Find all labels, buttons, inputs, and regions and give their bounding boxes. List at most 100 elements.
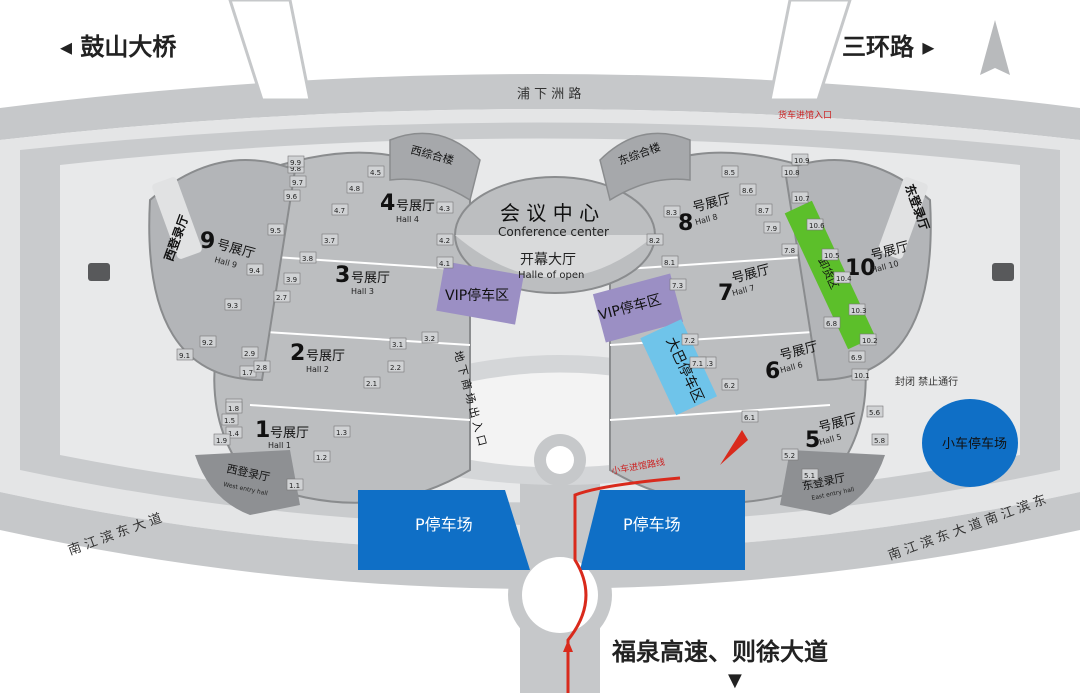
door-marker: 10.4 [833,271,852,284]
door-marker: 1.3 [333,425,351,438]
hall-3-num: 3 [335,263,350,288]
door-marker: 2.8 [253,360,271,373]
door-marker-label: 9.5 [270,227,281,235]
door-marker-box [755,203,773,216]
door-marker-label: 6.3 [702,360,713,368]
door-marker-box [741,410,759,423]
door-marker-box [801,468,819,481]
west-registration-bar [152,177,202,259]
door-marker-box [283,272,301,285]
door-marker: 2.2 [387,360,405,373]
door-marker-box [821,248,839,261]
door-marker: 8.5 [721,165,739,178]
door-marker-label: 7.1 [692,360,703,368]
door-marker: 10.8 [781,165,800,178]
door-marker-box [806,218,824,231]
direction-south: 福泉高速、则徐大道 [611,638,828,666]
door-marker-box [739,183,757,196]
door-marker-box [781,243,799,256]
door-marker: 2.9 [241,346,259,359]
door-marker-box [267,223,285,236]
bus-parking [640,319,718,416]
door-marker-label: 6.9 [851,354,862,362]
door-marker-label: 4.2 [439,237,450,245]
door-marker: 1.4 [225,426,243,439]
door-marker-label: 10.2 [862,337,878,345]
door-marker-label: 2.8 [256,364,267,372]
door-marker-box [791,153,809,166]
parking-lot-west [358,490,530,570]
route-arrow [563,640,573,652]
door-marker: 3.1 [389,337,407,350]
door-marker-label: 4.8 [349,185,360,193]
door-marker-label: 2.1 [366,380,377,388]
door-marker: 10.3 [848,303,867,316]
door-marker-label: 9.2 [202,339,213,347]
door-marker-label: 1.4 [228,430,240,438]
door-marker: 4.7 [331,203,349,216]
door-marker: 8.7 [755,203,773,216]
door-marker-label: 10.5 [824,252,840,260]
door-marker-label: 3.7 [324,237,335,245]
hall-1-cn: 号展厅 [270,426,309,441]
opening-hall-en: Halle of open [518,270,584,281]
door-marker-box [721,378,739,391]
door-marker-label: 8.7 [758,207,769,215]
door-marker-label: 5.6 [869,409,881,417]
door-marker-box [436,201,454,214]
hall-4-cn: 号展厅 [396,199,435,214]
door-marker-box [721,165,739,178]
door-marker-box [333,425,351,438]
door-marker-box [681,333,699,346]
bus-entry-arrow [720,430,748,465]
door-marker-label: 5.8 [874,437,885,445]
door-marker-label: 1.8 [228,405,239,413]
direction-northeast: 三环路 ▸ [842,33,934,61]
door-marker-label: 10.8 [784,169,800,177]
door-marker-box [321,233,339,246]
door-marker: 9.1 [176,348,194,361]
door-marker: 5.6 [866,405,884,418]
hall-1-num: 1 [255,418,270,443]
door-marker-box [689,356,707,369]
hall-label-4: 4 号展厅 Hall 4 [380,191,435,224]
door-marker-box [225,426,243,439]
hall-4-en: Hall 4 [396,215,419,224]
door-marker: 9.3 [224,298,242,311]
door-marker-label: 1.1 [289,482,300,490]
door-marker: 8.2 [646,233,664,246]
door-marker-label: 1.3 [336,429,347,437]
door-marker-label: 2.9 [244,350,255,358]
door-marker-label: 8.6 [742,187,754,195]
door-marker-box [669,278,687,291]
door-marker-label: 10.1 [854,372,870,380]
door-marker: 5.1 [801,468,819,481]
door-marker-label: 6.8 [826,320,837,328]
hall-1-en: Hall 1 [268,441,291,450]
door-marker-box [848,350,866,363]
vip-west-label: VIP停车区 [445,287,509,304]
door-marker: 1.2 [313,450,331,463]
door-marker: 6.8 [823,316,841,329]
door-marker-label: 10.6 [809,222,825,230]
door-marker-label: 3.1 [392,341,403,349]
door-marker: 6.2 [721,378,739,391]
west-multi-building [389,132,481,202]
hall-label-3: 3 号展厅 Hall 3 [335,263,390,296]
door-markers: 1.11.21.31.41.51.61.71.81.92.12.22.72.82… [176,153,889,491]
door-marker: 10.2 [859,333,878,346]
door-marker: 10.5 [821,248,840,261]
door-marker: 9.9 [287,155,305,168]
door-marker: 3.9 [283,272,301,285]
compass-icon [980,20,1010,75]
door-marker: 1.8 [225,401,243,414]
door-marker-label: 8.1 [664,259,675,267]
truck-entrance-label: 货车进馆入口 [778,109,832,121]
door-marker-box [833,271,851,284]
door-marker-box [313,450,331,463]
door-marker: 2.1 [363,376,381,389]
hall-divider [249,404,471,421]
door-marker-label: 9.4 [249,267,261,275]
hall-2-num: 2 [290,341,305,366]
door-marker: 5.8 [871,433,889,446]
